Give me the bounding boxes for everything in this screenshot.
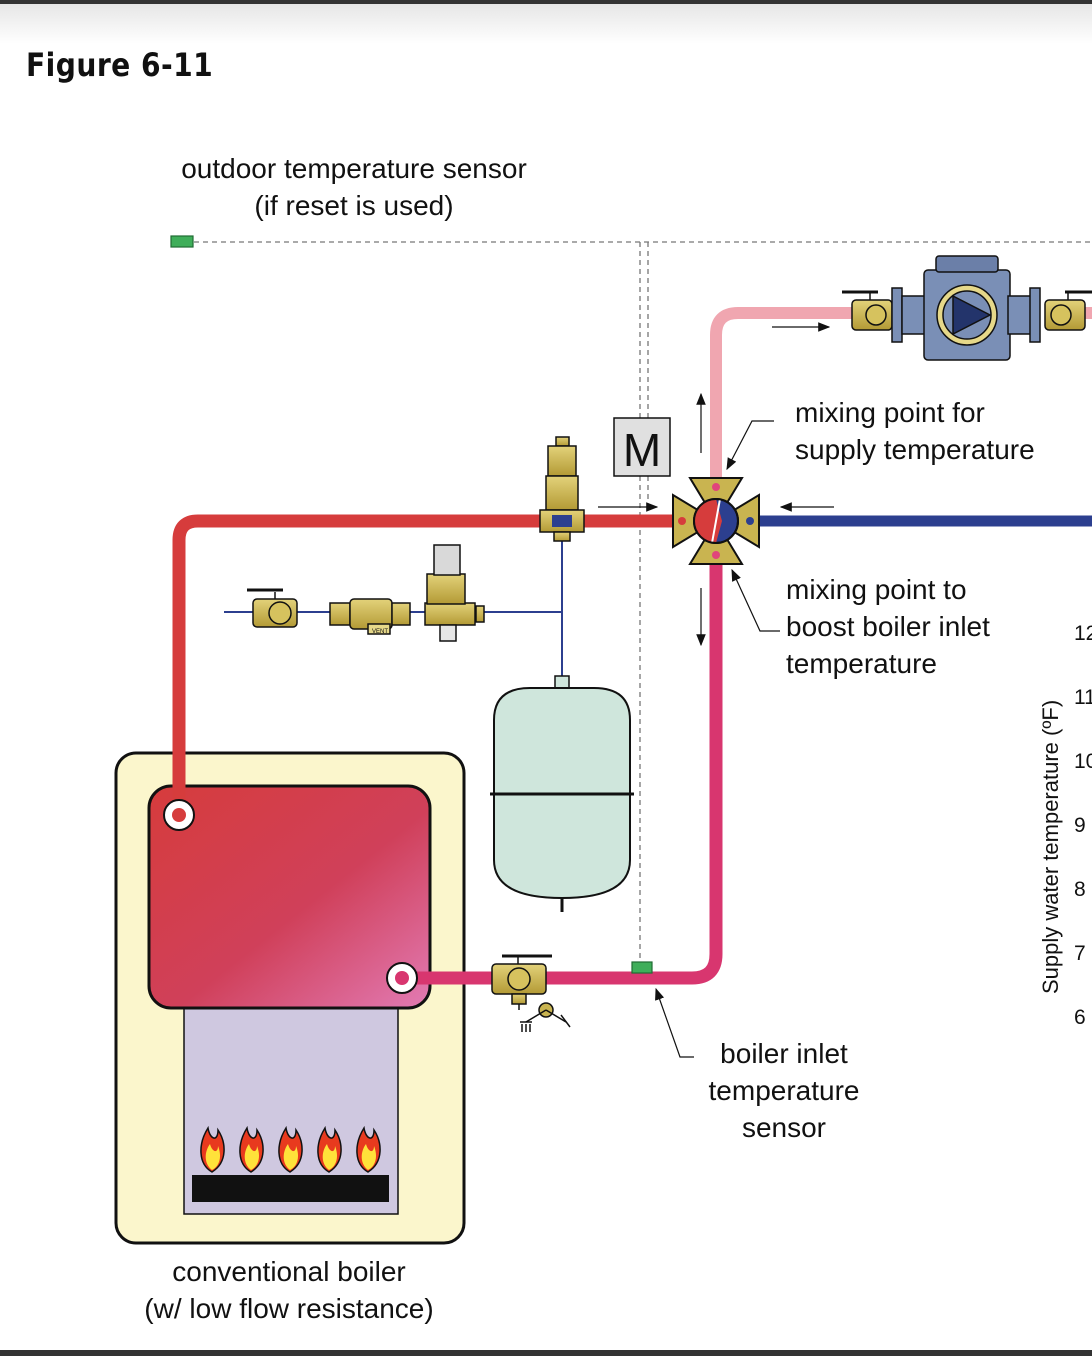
purge-valve <box>491 954 571 1032</box>
mix-supply-label: mixing point for supply temperature <box>795 394 1035 468</box>
air-vent <box>539 436 585 542</box>
actuator-label: M <box>623 424 661 476</box>
mixed-supply-pipe <box>710 307 856 496</box>
supply-connection-inner-icon <box>172 808 186 822</box>
expansion-tank-neck <box>554 675 570 689</box>
inlet-connection-inner-icon <box>395 971 409 985</box>
boiler-heat-exchanger <box>147 784 432 1010</box>
chart-ylabel: Supply water temperature (ºF) <box>1038 700 1063 994</box>
mix-boost-label-line1: mixing point to <box>786 574 967 605</box>
outdoor-sensor-icon <box>170 235 194 248</box>
burner-bar <box>192 1175 389 1202</box>
boiler-label: conventional boiler (w/ low flow resista… <box>110 1253 468 1327</box>
inlet-sensor-label: boiler inlet temperature sensor <box>672 1035 896 1146</box>
leader-lines <box>655 420 780 1058</box>
header-shade <box>0 4 1092 44</box>
boiler-inlet-pipe <box>402 548 723 985</box>
chart-tick-label: 9 <box>1074 814 1086 837</box>
figure-title: Figure 6-11 <box>26 46 214 84</box>
inlet-sensor-label-line1: boiler inlet <box>720 1038 848 1069</box>
chart-ticks: 12 11 10 9 8 7 6 <box>1074 622 1092 1029</box>
mix-boost-label: mixing point to boost boiler inlet tempe… <box>786 571 990 682</box>
inlet-sensor-icon <box>631 961 653 974</box>
inlet-sensor-label-line2: temperature <box>708 1075 860 1106</box>
top-border <box>0 0 1092 4</box>
outdoor-sensor-label-line2: (if reset is used) <box>254 190 454 221</box>
inlet-sensor-label-line3: sensor <box>741 1112 827 1143</box>
boiler-label-line1: conventional boiler <box>172 1256 406 1287</box>
mix-supply-label-line2: supply temperature <box>795 434 1035 465</box>
vent-tag: VENT <box>372 629 388 635</box>
boiler-label-line2: (w/ low flow resistance) <box>144 1293 434 1324</box>
chart-tick-label: 11 <box>1074 686 1092 709</box>
chart-tick-label: 6 <box>1074 1006 1086 1029</box>
chart-tick-label: 7 <box>1074 942 1086 965</box>
outdoor-sensor-label-line1: outdoor temperature sensor <box>181 153 527 184</box>
chart-tick-label: 12 <box>1074 622 1092 645</box>
bottom-border <box>0 1350 1092 1356</box>
mix-boost-label-line2: boost boiler inlet <box>786 611 990 642</box>
chart-tick-label: 10 <box>1074 750 1092 773</box>
valve-port-dots <box>678 483 754 559</box>
burner-flame-icons <box>200 1125 381 1173</box>
outdoor-sensor-label: outdoor temperature sensor (if reset is … <box>150 150 558 224</box>
mix-supply-label-line1: mixing point for <box>795 397 985 428</box>
boiler-supply-pipe <box>172 514 697 822</box>
four-way-mixing-valve <box>672 477 760 565</box>
flow-arrows <box>598 322 834 647</box>
chart-tick-label: 8 <box>1074 878 1086 901</box>
mixing-valve-actuator <box>613 417 671 477</box>
mix-boost-label-line3: temperature <box>786 648 937 679</box>
sensor-wiring <box>194 241 1092 962</box>
fill-valve-assembly <box>247 544 485 642</box>
circulator-pump <box>842 255 1092 361</box>
